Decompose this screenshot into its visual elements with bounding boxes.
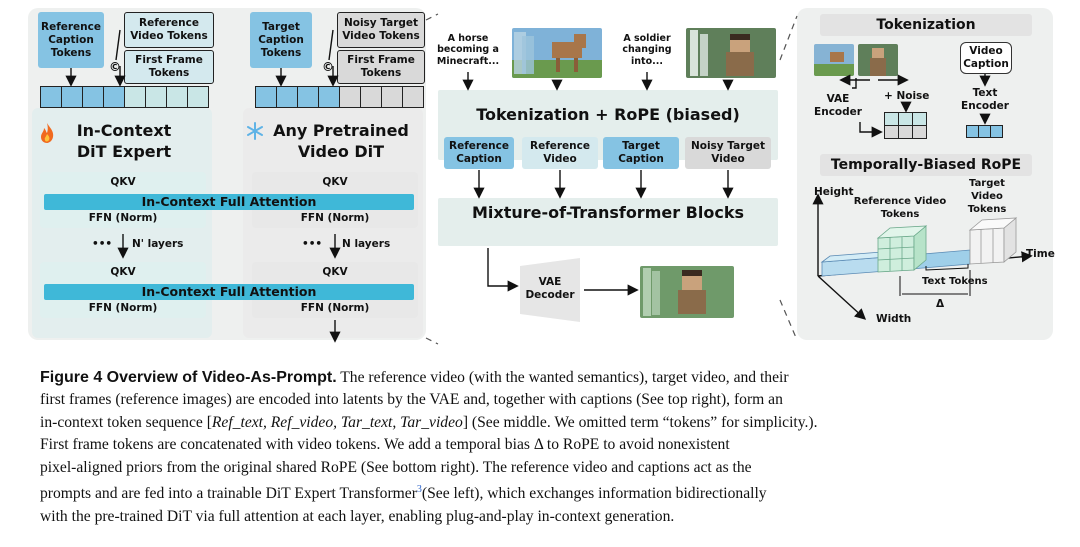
tokenization-rope-title: Tokenization + RoPE (biased)	[476, 105, 740, 124]
time-axis-label: Time	[1026, 248, 1055, 260]
ffn-label: FFN (Norm)	[300, 302, 370, 314]
tokenization-header-bg	[820, 14, 1032, 36]
video-caption-box: Video Caption	[960, 42, 1012, 74]
caption-line-7: with the pre-trained DiT via full attent…	[40, 507, 675, 525]
vae-encoder-label: VAE Encoder	[814, 93, 862, 118]
qkv-label: QKV	[110, 266, 136, 278]
mot-blocks-title: Mixture-of-Transformer Blocks	[471, 203, 744, 222]
ffn-label: FFN (Norm)	[88, 302, 158, 314]
prompt-target-text: A soldier changing into...	[614, 30, 680, 70]
concat-symbol: ©	[109, 60, 121, 74]
caption-line-4: First frame tokens are concatenated with…	[40, 436, 730, 454]
pretrained-token-sequence	[255, 86, 424, 108]
rope-header-bg	[820, 154, 1032, 176]
reference-caption-tokens: Reference Caption Tokens	[38, 12, 104, 68]
input-noisy-target-video: Noisy Target Video	[685, 137, 771, 169]
height-axis-label: Height	[814, 186, 854, 198]
snowflake-icon	[246, 122, 264, 140]
target-video-thumbnail	[686, 28, 776, 78]
caption-line-3: in-context token sequence [Ref_text, Ref…	[40, 412, 1050, 434]
qkv-label: QKV	[322, 176, 348, 188]
pretrained-dots: •••	[302, 238, 323, 250]
input-reference-caption: Reference Caption	[444, 137, 514, 169]
rope-title: Temporally-Biased RoPE	[830, 157, 1022, 173]
caption-line-5: pixel-aligned priors from the original s…	[40, 458, 752, 476]
full-attention-bar-2: In-Context Full Attention	[44, 284, 414, 300]
expert-dots: •••	[92, 238, 113, 250]
mot-blocks-bar	[438, 198, 778, 246]
input-target-caption: Target Caption	[603, 137, 679, 169]
fire-icon	[38, 122, 56, 144]
vae-decoder-shape	[518, 258, 582, 322]
target-video-tokens-label: Target Video Tokens	[967, 177, 1007, 215]
footnote-link[interactable]: 3	[416, 484, 422, 496]
caption-line-6: prompts and are fed into a trainable DiT…	[40, 479, 1050, 506]
figure-label: Figure 4 Overview of Video-As-Prompt.	[40, 369, 337, 386]
expert-token-sequence	[40, 86, 209, 108]
expert-title: In-Context DiT Expert	[76, 121, 172, 161]
right-tokenization-title: Tokenization	[876, 17, 976, 33]
reference-video-thumbnail	[512, 28, 602, 78]
pretrained-layers-label: N layers	[342, 238, 391, 250]
noisy-target-video-tokens: Noisy Target Video Tokens	[337, 12, 425, 48]
caption-line-2: first frames (reference images) are enco…	[40, 391, 783, 409]
ffn-label: FFN (Norm)	[300, 212, 370, 224]
vae-latent-grid	[884, 112, 928, 144]
qkv-label: QKV	[110, 176, 136, 188]
figure-caption: Figure 4 Overview of Video-As-Prompt. Th…	[40, 367, 1050, 528]
caption-line-3b: ] (See middle. We omitted term “tokens” …	[462, 413, 818, 431]
expert-first-frame-tokens: First Frame Tokens	[124, 50, 214, 84]
text-encoder-label: Text Encoder	[961, 87, 1009, 112]
ref-video-tokens-label: Reference Video Tokens	[853, 196, 947, 220]
ffn-label: FFN (Norm)	[88, 212, 158, 224]
delta-label: Δ	[936, 298, 945, 310]
caption-line-1-text: The reference video (with the wanted sem…	[336, 369, 789, 386]
width-axis-label: Width	[876, 313, 912, 325]
target-frame-thumb-1	[858, 44, 898, 76]
caption-line-6a: prompts and are fed into a trainable DiT…	[40, 485, 417, 503]
concat-symbol-2: ©	[322, 60, 334, 74]
text-tokens-label: Text Tokens	[922, 276, 988, 287]
ref-frame-thumb-1	[814, 44, 854, 76]
caption-line-6b: (See left), which exchanges information …	[421, 485, 767, 503]
text-token-grid	[966, 124, 1004, 143]
prompt-reference-text: A horse becoming a Minecraft...	[434, 30, 502, 70]
vae-decoder-label: VAE Decoder	[525, 276, 575, 301]
expert-layers-label: N' layers	[132, 238, 184, 250]
noise-label: + Noise	[884, 90, 930, 102]
qkv-label: QKV	[322, 266, 348, 278]
caption-line-1: Figure 4 Overview of Video-As-Prompt. Th…	[40, 367, 1050, 389]
pretrained-first-frame-tokens: First Frame Tokens	[337, 50, 425, 84]
reference-video-tokens: Reference Video Tokens	[124, 12, 214, 48]
output-video-thumbnail	[640, 266, 734, 318]
caption-line-3a: in-context token sequence [	[40, 413, 212, 431]
target-caption-tokens: Target Caption Tokens	[250, 12, 312, 68]
full-attention-bar-1: In-Context Full Attention	[44, 194, 414, 210]
token-sequence: Ref_text, Ref_video, Tar_text, Tar_video	[211, 413, 463, 431]
input-reference-video: Reference Video	[522, 137, 598, 169]
pretrained-title: Any Pretrained Video DiT	[273, 121, 409, 161]
